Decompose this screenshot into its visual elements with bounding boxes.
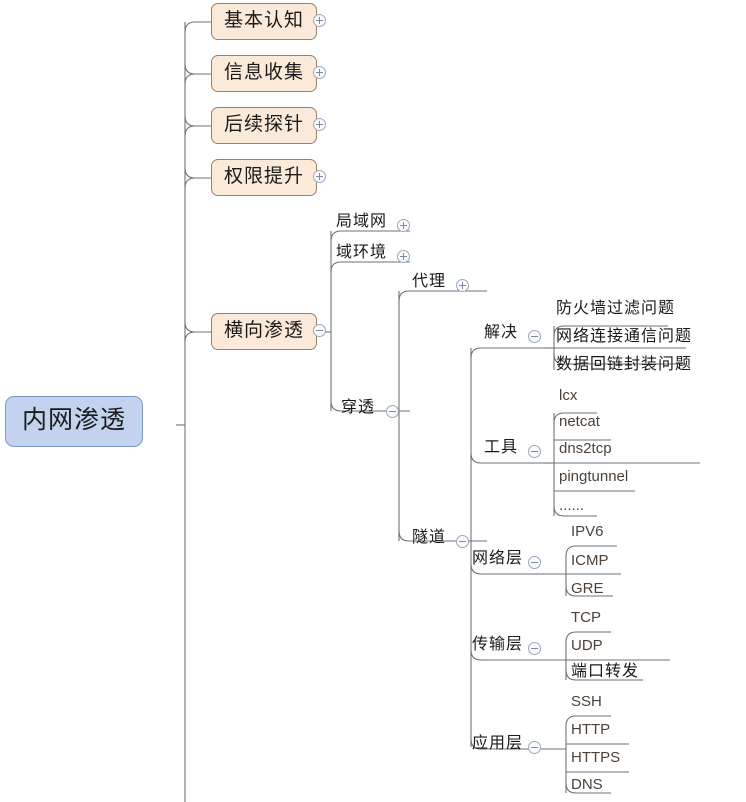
node-info-gathering[interactable]: 信息收集 [211, 55, 318, 92]
leaf-label: lcx [559, 387, 578, 404]
node-label: 后续探针 [224, 114, 305, 135]
lateral-to-lan [330, 230, 410, 242]
leaf-label: 端口转发 [571, 663, 640, 680]
node-basic-cognition[interactable]: 基本认知 [211, 3, 318, 40]
leaf-label: SSH [571, 693, 602, 710]
leaf-label: HTTP [571, 721, 611, 738]
leaf-pingtunnel[interactable]: pingtunnel [559, 469, 628, 484]
leaf-https[interactable]: HTTPS [571, 750, 620, 765]
node-lan[interactable]: 局域网 [336, 214, 387, 230]
leaf-label: GRE [571, 580, 604, 597]
toggle-proxy[interactable] [456, 279, 469, 292]
node-proxy[interactable]: 代理 [412, 274, 446, 290]
node-label: 横向渗透 [224, 320, 305, 341]
pierce-to-proxy [398, 290, 487, 302]
node-privilege-escalation[interactable]: 权限提升 [211, 159, 318, 196]
leaf-label: netcat [559, 413, 600, 430]
leaf-label: pingtunnel [559, 468, 629, 485]
leaf-udp[interactable]: UDP [571, 638, 603, 653]
leaf-label: 网络连接通信问题 [556, 328, 693, 345]
node-transport-layer[interactable]: 传输层 [472, 637, 523, 653]
toggle-domain-env[interactable] [397, 250, 410, 263]
toggle-lateral-movement[interactable] [313, 324, 326, 337]
node-network-layer[interactable]: 网络层 [472, 551, 523, 567]
node-tunnel[interactable]: 隧道 [412, 530, 446, 546]
toggle-info-gathering[interactable] [313, 66, 326, 79]
leaf-data-encapsulation[interactable]: 数据回链封装问题 [556, 357, 692, 373]
leaf-icmp[interactable]: ICMP [571, 553, 609, 568]
toggle-lan[interactable] [397, 219, 410, 232]
leaf-label: ...... [559, 497, 585, 514]
toggle-pierce[interactable] [386, 405, 399, 418]
toggle-tools[interactable] [528, 445, 541, 458]
node-label: 隧道 [412, 529, 447, 546]
toggle-application-layer[interactable] [528, 741, 541, 754]
leaf-gre[interactable]: GRE [571, 581, 604, 596]
root-node-label: 内网渗透 [22, 406, 127, 434]
leaf-lcx[interactable]: lcx [559, 388, 577, 403]
leaf-ssh[interactable]: SSH [571, 694, 602, 709]
node-label: 局域网 [336, 213, 388, 230]
leaf-label: IPV6 [571, 523, 604, 540]
node-solve[interactable]: 解决 [484, 325, 518, 341]
elbow-priv-a [184, 167, 211, 179]
elbow-info-b [184, 73, 196, 85]
elbow-priv-b [184, 177, 196, 189]
leaf-dns[interactable]: DNS [571, 777, 603, 792]
leaf-http[interactable]: HTTP [571, 722, 610, 737]
leaf-port-forwarding[interactable]: 端口转发 [571, 664, 639, 680]
tunnel-to-solve [470, 347, 554, 359]
lateral-to-domain [330, 261, 410, 273]
leaf-label: dns2tcp [559, 440, 612, 457]
root-node[interactable]: 内网渗透 [5, 396, 144, 447]
toggle-privilege-escalation[interactable] [313, 170, 326, 183]
leaf-netcat[interactable]: netcat [559, 414, 600, 429]
leaf-ipv6[interactable]: IPV6 [571, 524, 604, 539]
toggle-transport-layer[interactable] [528, 642, 541, 655]
leaf-tcp[interactable]: TCP [571, 610, 601, 625]
node-label: 代理 [412, 273, 447, 290]
toggle-basic-cognition[interactable] [313, 14, 326, 27]
elbow-lateral-a [184, 321, 211, 333]
leaf-label: UDP [571, 637, 603, 654]
node-label: 工具 [484, 439, 519, 456]
toggle-network-layer[interactable] [528, 556, 541, 569]
elbow-probe-b [184, 125, 196, 137]
leaf-label: 防火墙过滤问题 [556, 300, 676, 317]
node-domain-env[interactable]: 域环境 [336, 245, 387, 261]
leaf-ellipsis[interactable]: ...... [559, 498, 584, 513]
elbow-probe-a [184, 115, 211, 127]
node-label: 信息收集 [224, 62, 305, 83]
node-label: 传输层 [472, 636, 524, 653]
node-application-layer[interactable]: 应用层 [472, 736, 523, 752]
elbow-lateral-b [184, 331, 196, 343]
node-label: 基本认知 [224, 10, 305, 31]
node-lateral-movement[interactable]: 横向渗透 [211, 313, 318, 350]
leaf-firewall-filtering[interactable]: 防火墙过滤问题 [556, 301, 675, 317]
elbow-info-a [184, 63, 211, 75]
node-followup-probe[interactable]: 后续探针 [211, 107, 318, 144]
leaf-label: 数据回链封装问题 [556, 356, 693, 373]
node-tools[interactable]: 工具 [484, 440, 518, 456]
leaf-label: TCP [571, 609, 601, 626]
node-label: 应用层 [472, 735, 524, 752]
node-label: 解决 [484, 324, 519, 341]
leaf-network-comm[interactable]: 网络连接通信问题 [556, 329, 692, 345]
toggle-tunnel[interactable] [456, 535, 469, 548]
elbow-basic [184, 21, 211, 33]
node-pierce[interactable]: 穿透 [341, 400, 375, 416]
node-label: 网络层 [472, 550, 524, 567]
node-label: 穿透 [341, 399, 376, 416]
toggle-solve[interactable] [528, 330, 541, 343]
node-label: 域环境 [336, 244, 388, 261]
leaf-label: HTTPS [571, 749, 621, 766]
leaf-label: ICMP [571, 552, 609, 569]
toggle-followup-probe[interactable] [313, 118, 326, 131]
node-label: 权限提升 [224, 166, 305, 187]
leaf-dns2tcp[interactable]: dns2tcp [559, 441, 612, 456]
leaf-label: DNS [571, 776, 603, 793]
